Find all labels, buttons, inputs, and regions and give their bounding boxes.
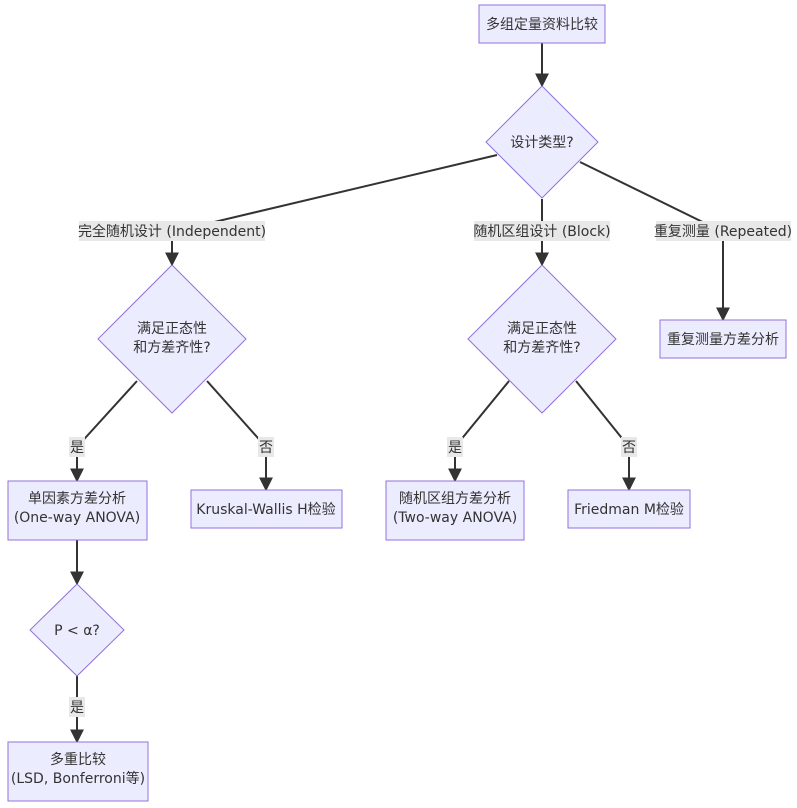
- node-start[interactable]: 多组定量资料比较: [478, 4, 606, 44]
- edge-label-no-a: 否: [258, 437, 274, 457]
- edge-label-block: 随机区组设计 (Block): [473, 221, 611, 241]
- node-oneway-anova[interactable]: 单因素方差分析 (One-way ANOVA): [7, 480, 148, 541]
- edge-label-yes-b-text: 是: [448, 440, 462, 456]
- node-design-type[interactable]: 设计类型?: [485, 85, 599, 199]
- node-normality-b-line-2: 和方差齐性?: [503, 340, 580, 356]
- node-p-alpha-line-1: P < α?: [54, 623, 100, 639]
- node-repeated-anova-line-1: 重复测量方差分析: [667, 331, 779, 348]
- edge-labels: 完全随机设计 (Independent) 随机区组设计 (Block) 重复测量…: [69, 221, 792, 717]
- edge-label-no-b-text: 否: [622, 440, 636, 456]
- node-normality-a-line-2: 和方差齐性?: [133, 340, 210, 356]
- edge-normal-b-yes: [448, 380, 510, 483]
- edge-label-no-a-text: 否: [259, 440, 273, 456]
- edge-label-yes-p-text: 是: [70, 700, 84, 716]
- node-p-alpha[interactable]: P < α?: [29, 583, 125, 677]
- edge-normal-a-no: [206, 380, 273, 492]
- edge-label-yes-b: 是: [447, 437, 463, 457]
- edge-label-independent: 完全随机设计 (Independent): [78, 221, 266, 241]
- node-multiple-comparison[interactable]: 多重比较 (LSD, Bonferroni等): [7, 741, 149, 802]
- node-twoway-anova-line-1: 随机区组方差分析: [399, 491, 511, 507]
- node-oneway-anova-line-2: (One-way ANOVA): [14, 510, 140, 526]
- node-kruskal-wallis[interactable]: Kruskal-Wallis H检验: [190, 489, 343, 529]
- nodes: 多组定量资料比较 设计类型? 满足正态性 和方差齐性? 满足正态性 和方差齐性?…: [7, 4, 787, 802]
- node-normality-b[interactable]: 满足正态性 和方差齐性?: [467, 264, 617, 414]
- edge-label-block-text: 随机区组设计 (Block): [473, 224, 610, 240]
- edge-normal-a-yes: [70, 380, 138, 483]
- node-twoway-anova-line-2: (Two-way ANOVA): [393, 510, 517, 526]
- node-normality-a[interactable]: 满足正态性 和方差齐性?: [97, 264, 247, 414]
- edge-label-yes-a-text: 是: [70, 440, 84, 456]
- edge-label-no-b: 否: [621, 437, 637, 457]
- edge-label-independent-text: 完全随机设计 (Independent): [78, 223, 266, 240]
- edge-label-repeated-text: 重复测量 (Repeated): [654, 223, 792, 240]
- node-kruskal-wallis-line-1: Kruskal-Wallis H检验: [196, 502, 335, 518]
- edge-label-yes-a: 是: [69, 437, 85, 457]
- edge-label-yes-p: 是: [69, 697, 85, 717]
- node-normality-a-line-1: 满足正态性: [137, 321, 207, 337]
- node-twoway-anova[interactable]: 随机区组方差分析 (Two-way ANOVA): [385, 480, 525, 541]
- node-normality-b-line-1: 满足正态性: [507, 321, 577, 337]
- node-multiple-comparison-line-2: (LSD, Bonferroni等): [11, 770, 145, 787]
- node-friedman[interactable]: Friedman M检验: [567, 489, 691, 529]
- node-multiple-comparison-line-1: 多重比较: [50, 751, 106, 768]
- node-oneway-anova-line-1: 单因素方差分析: [28, 491, 126, 507]
- edge-design-to-independent: [165, 154, 498, 267]
- node-start-line-1: 多组定量资料比较: [486, 16, 598, 33]
- node-friedman-line-1: Friedman M检验: [574, 502, 684, 518]
- edge-normal-b-no: [575, 380, 636, 492]
- node-repeated-anova[interactable]: 重复测量方差分析: [659, 319, 787, 359]
- node-design-type-line-1: 设计类型?: [510, 135, 573, 151]
- edge-label-repeated: 重复测量 (Repeated): [654, 221, 792, 241]
